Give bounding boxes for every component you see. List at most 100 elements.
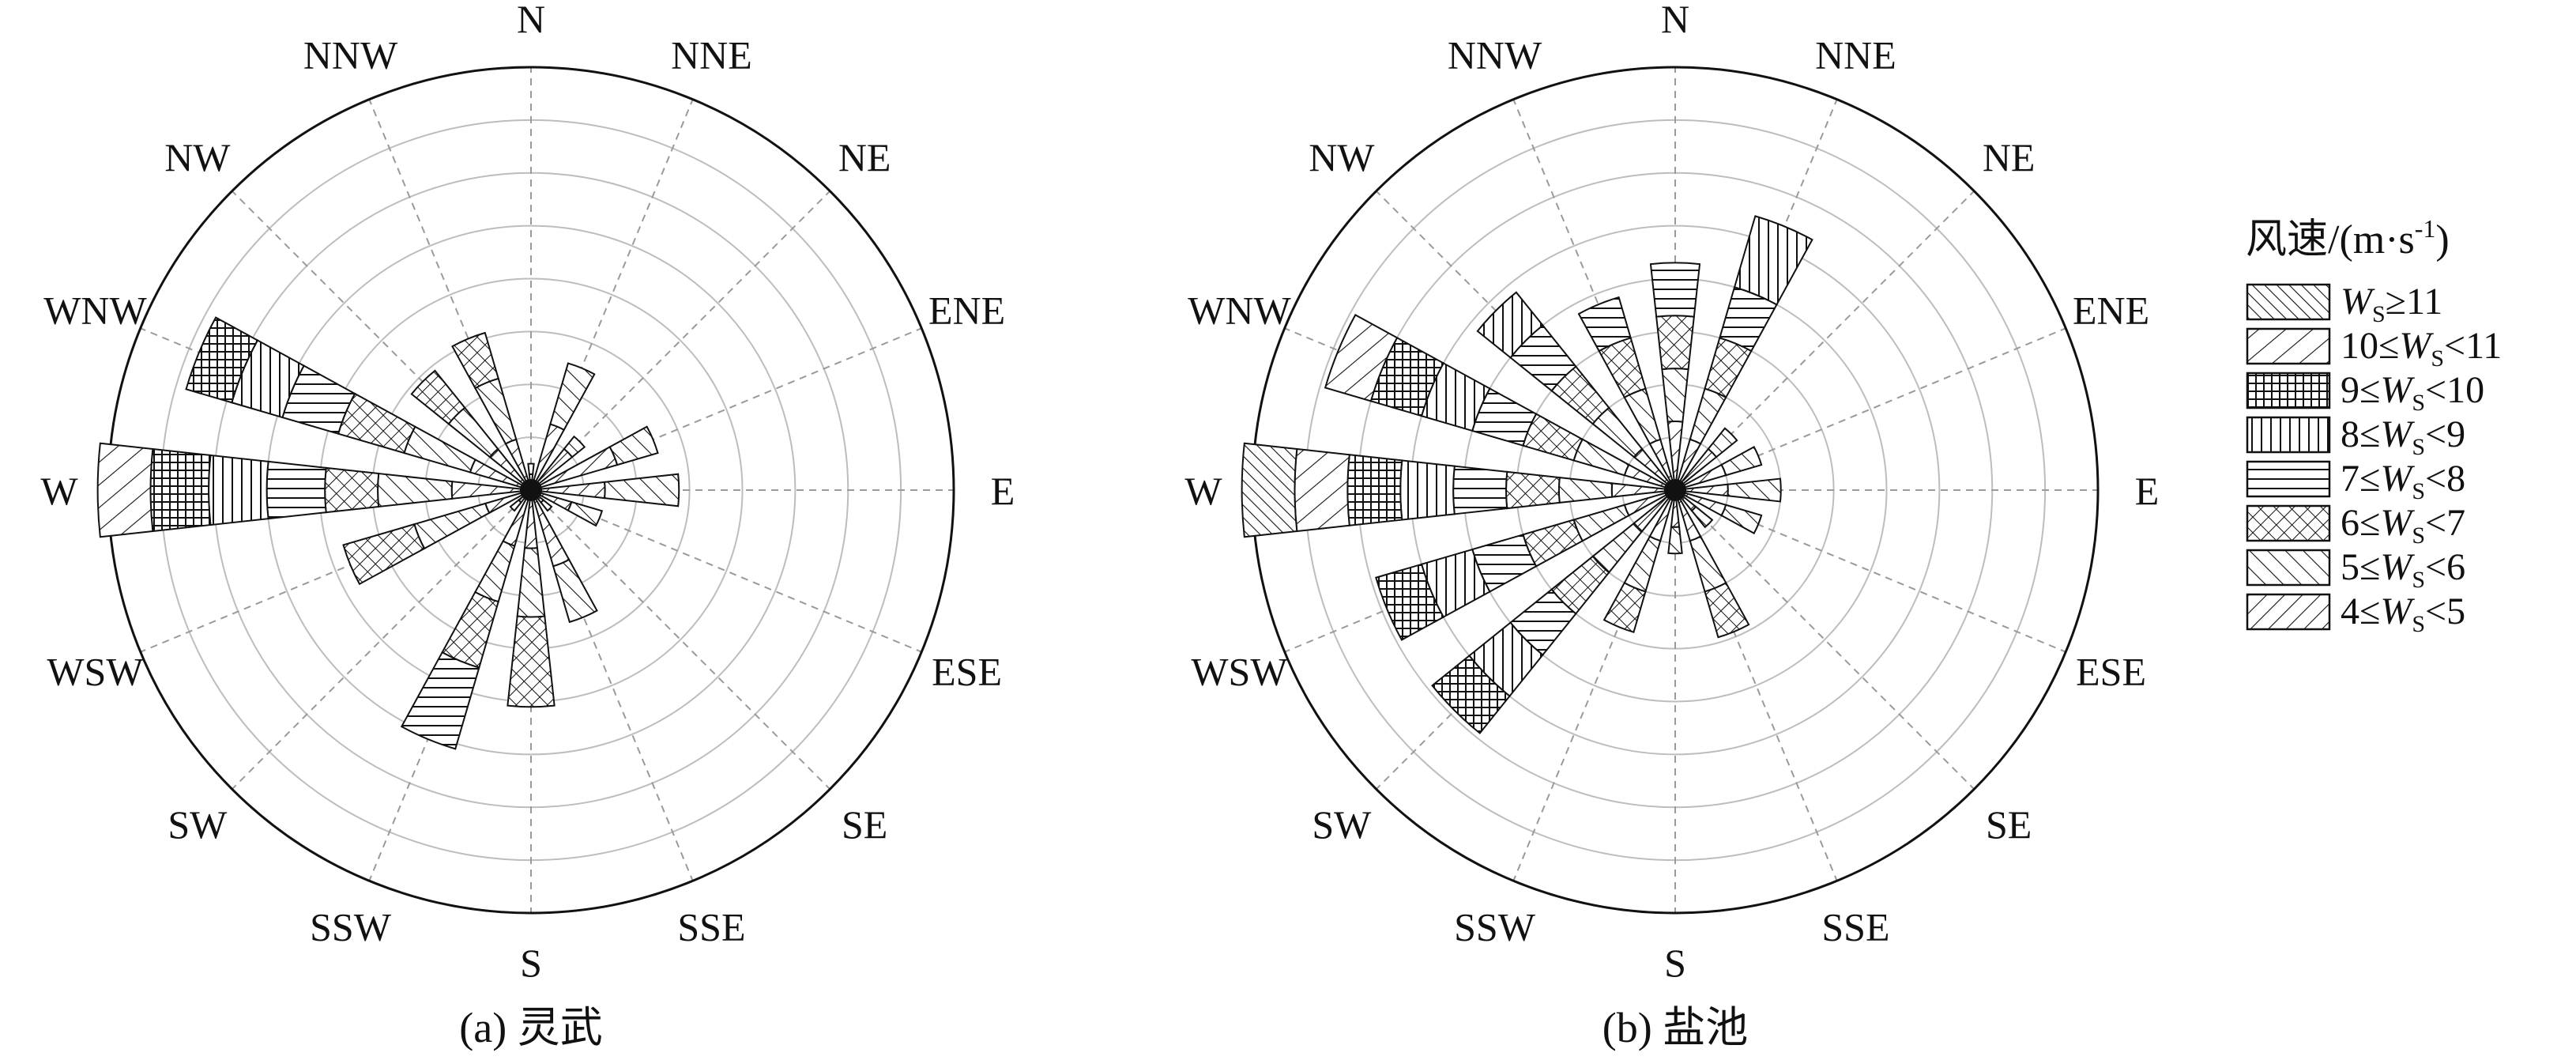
wedge-w-bin-6 bbox=[96, 442, 154, 538]
legend-swatch bbox=[2246, 504, 2331, 542]
wedge-nw-bin-4 bbox=[1476, 291, 1544, 359]
direction-label-sw: SW bbox=[168, 802, 228, 847]
wedge-sw-bin-5 bbox=[1431, 655, 1511, 734]
wedge-w-bin-4 bbox=[1399, 459, 1456, 521]
direction-label-s: S bbox=[1664, 941, 1686, 985]
center-hub bbox=[1664, 479, 1686, 501]
caption-yanchi: (b) 盐池 bbox=[1602, 1004, 1748, 1051]
wedge-n-bin-2 bbox=[1655, 315, 1695, 371]
legend-label: WS≥11 bbox=[2341, 281, 2442, 327]
legend-label: 5≤WS<6 bbox=[2341, 546, 2465, 593]
wedge-ne-bin-1 bbox=[563, 435, 586, 458]
wedge-w-bin-2 bbox=[1505, 470, 1561, 510]
direction-label-nnw: NNW bbox=[303, 32, 398, 77]
legend-label: 7≤WS<8 bbox=[2341, 458, 2465, 504]
direction-label-sse: SSE bbox=[1821, 905, 1889, 949]
direction-label-wnw: WNW bbox=[1188, 289, 1291, 333]
legend: 风速/(m·s-1) WS≥1110≤WS<119≤WS<108≤WS<97≤W… bbox=[2246, 214, 2502, 637]
wedge-w-bin-3 bbox=[1452, 465, 1508, 515]
wedge-n-bin-1 bbox=[527, 462, 535, 476]
wedge-n-bin-3 bbox=[1649, 262, 1701, 318]
wedge-sw-bin-1 bbox=[509, 499, 522, 512]
wedge-nw-bin-2 bbox=[410, 369, 466, 425]
direction-label-wsw: WSW bbox=[47, 649, 144, 693]
direction-label-ene: ENE bbox=[928, 289, 1005, 333]
wedge-ne-bin-1 bbox=[1707, 427, 1738, 458]
direction-label-ne: NE bbox=[1983, 135, 2036, 179]
wedge-ene-bin-1 bbox=[608, 425, 659, 466]
wedge-w-bin-4 bbox=[208, 454, 269, 526]
legend-label: 4≤WS<5 bbox=[2341, 590, 2465, 637]
caption-lingwu: (a) 灵武 bbox=[459, 1004, 602, 1051]
legend-title: 风速/(m·s-1) bbox=[2246, 214, 2450, 262]
direction-label-ne: NE bbox=[838, 135, 891, 179]
legend-label: 9≤WS<10 bbox=[2341, 369, 2484, 416]
direction-label-nw: NW bbox=[1309, 135, 1375, 179]
wedge-ssw-bin-3 bbox=[400, 651, 480, 750]
wedge-e-bin-1 bbox=[1727, 477, 1782, 503]
legend-swatch bbox=[2246, 549, 2331, 587]
legend-swatch bbox=[2246, 460, 2331, 498]
direction-label-n: N bbox=[517, 0, 545, 41]
wedge-sse-bin-2 bbox=[1704, 581, 1750, 639]
wedge-w-bin-7 bbox=[1241, 442, 1298, 538]
legend-label: 10≤WS<11 bbox=[2341, 325, 2502, 372]
center-hub bbox=[520, 479, 542, 501]
wedge-ssw-bin-2 bbox=[1602, 581, 1647, 633]
direction-label-se: SE bbox=[842, 802, 887, 847]
wedge-sse-bin-1 bbox=[552, 558, 598, 624]
direction-label-ese: ESE bbox=[2076, 649, 2146, 693]
direction-label-wsw: WSW bbox=[1191, 649, 1288, 693]
wedge-wsw-bin-2 bbox=[342, 523, 426, 586]
wedge-s-bin-1 bbox=[1667, 526, 1683, 555]
wedge-e-bin-1 bbox=[603, 473, 680, 507]
direction-label-e: E bbox=[2135, 469, 2160, 513]
direction-label-ssw: SSW bbox=[1454, 905, 1536, 949]
wedge-wnw-bin-6 bbox=[1324, 314, 1399, 402]
direction-label-nne: NNE bbox=[671, 32, 752, 77]
direction-label-sw: SW bbox=[1312, 802, 1372, 847]
wedge-ssw-bin-1 bbox=[473, 540, 516, 603]
wedge-wnw-bin-5 bbox=[185, 316, 259, 404]
direction-label-w: W bbox=[40, 469, 78, 513]
wedge-ese-bin-1 bbox=[567, 500, 604, 527]
wedge-se-bin-1 bbox=[540, 499, 553, 512]
wedge-sse-bin-1 bbox=[1689, 535, 1727, 593]
wedge-n-bin-1 bbox=[1661, 368, 1689, 423]
direction-label-wnw: WNW bbox=[43, 289, 147, 333]
wedge-s-bin-1 bbox=[516, 547, 546, 618]
direction-label-n: N bbox=[1661, 0, 1689, 41]
wedge-w-bin-6 bbox=[1294, 447, 1350, 533]
legend-swatch bbox=[2246, 593, 2331, 631]
direction-label-s: S bbox=[520, 941, 542, 985]
direction-label-ssw: SSW bbox=[310, 905, 392, 949]
direction-label-nw: NW bbox=[164, 135, 231, 179]
wedge-ese-bin-1 bbox=[1720, 504, 1763, 534]
wedge-w-bin-1 bbox=[377, 472, 454, 508]
wedge-nnw-bin-2 bbox=[451, 331, 499, 390]
wedge-w-bin-5 bbox=[149, 447, 212, 533]
direction-label-nne: NNE bbox=[1815, 32, 1896, 77]
legend-items: WS≥1110≤WS<119≤WS<108≤WS<97≤WS<86≤WS<75≤… bbox=[2246, 281, 2502, 637]
legend-label: 6≤WS<7 bbox=[2341, 502, 2465, 549]
direction-label-e: E bbox=[991, 469, 1015, 513]
direction-label-w: W bbox=[1184, 469, 1222, 513]
legend-swatch bbox=[2246, 283, 2331, 321]
wedge-nne-bin-1 bbox=[549, 362, 596, 432]
legend-swatch bbox=[2246, 327, 2331, 365]
wedge-w-bin-2 bbox=[324, 466, 380, 514]
wedge-ene-bin-1 bbox=[1720, 446, 1763, 477]
wedge-nnw-bin-3 bbox=[1577, 296, 1632, 353]
wedge-nne-bin-4 bbox=[1733, 215, 1813, 306]
direction-label-nnw: NNW bbox=[1448, 32, 1542, 77]
wedge-w-bin-3 bbox=[266, 460, 327, 520]
direction-label-ene: ENE bbox=[2073, 289, 2149, 333]
legend-swatch bbox=[2246, 416, 2331, 454]
wedge-wsw-bin-1 bbox=[413, 502, 491, 550]
wedge-se-bin-1 bbox=[1690, 505, 1714, 529]
wedge-s-bin-2 bbox=[507, 615, 555, 708]
direction-label-se: SE bbox=[1986, 802, 2032, 847]
wedge-w-bin-5 bbox=[1346, 454, 1403, 526]
